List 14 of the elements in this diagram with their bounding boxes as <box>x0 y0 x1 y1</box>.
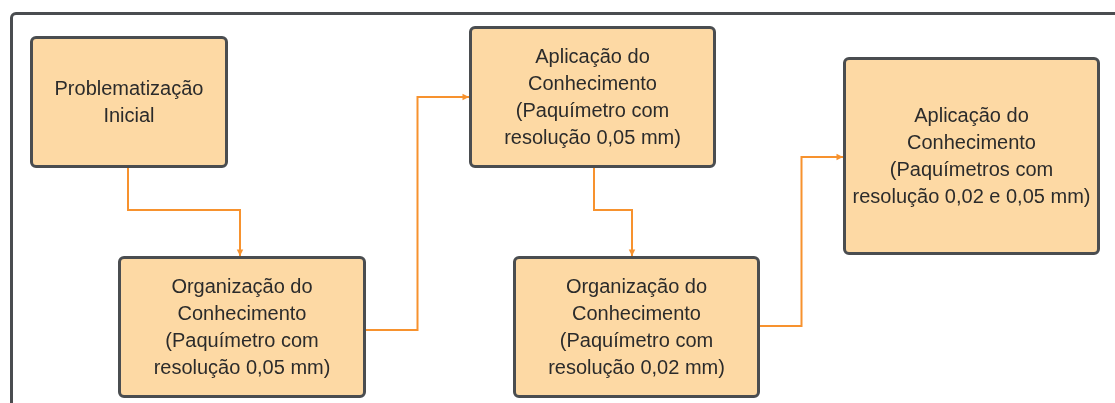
arrow <box>759 153 844 327</box>
arrow <box>365 93 470 331</box>
process-box <box>30 36 228 168</box>
box-label: Organização do Conhecimento (Paquímetro com resolução 0,05 mm) <box>152 274 332 380</box>
arrow <box>127 167 244 257</box>
process-box <box>843 57 1100 255</box>
box-label: Organização do Conhecimento (Paquímetro com resolução 0,02 mm) <box>547 274 726 380</box>
box-label: Aplicação do Conhecimento (Paquímetros com resolução 0,02 e 0,05 mm) <box>852 103 1091 209</box>
process-box <box>469 26 716 168</box>
arrow <box>593 167 636 257</box>
box-label: Aplicação do Conhecimento (Paquímetro com resolução 0,05 mm) <box>503 44 682 150</box>
process-box <box>118 256 366 398</box>
box-label: Problematização Inicial <box>53 76 205 128</box>
process-box <box>513 256 760 398</box>
